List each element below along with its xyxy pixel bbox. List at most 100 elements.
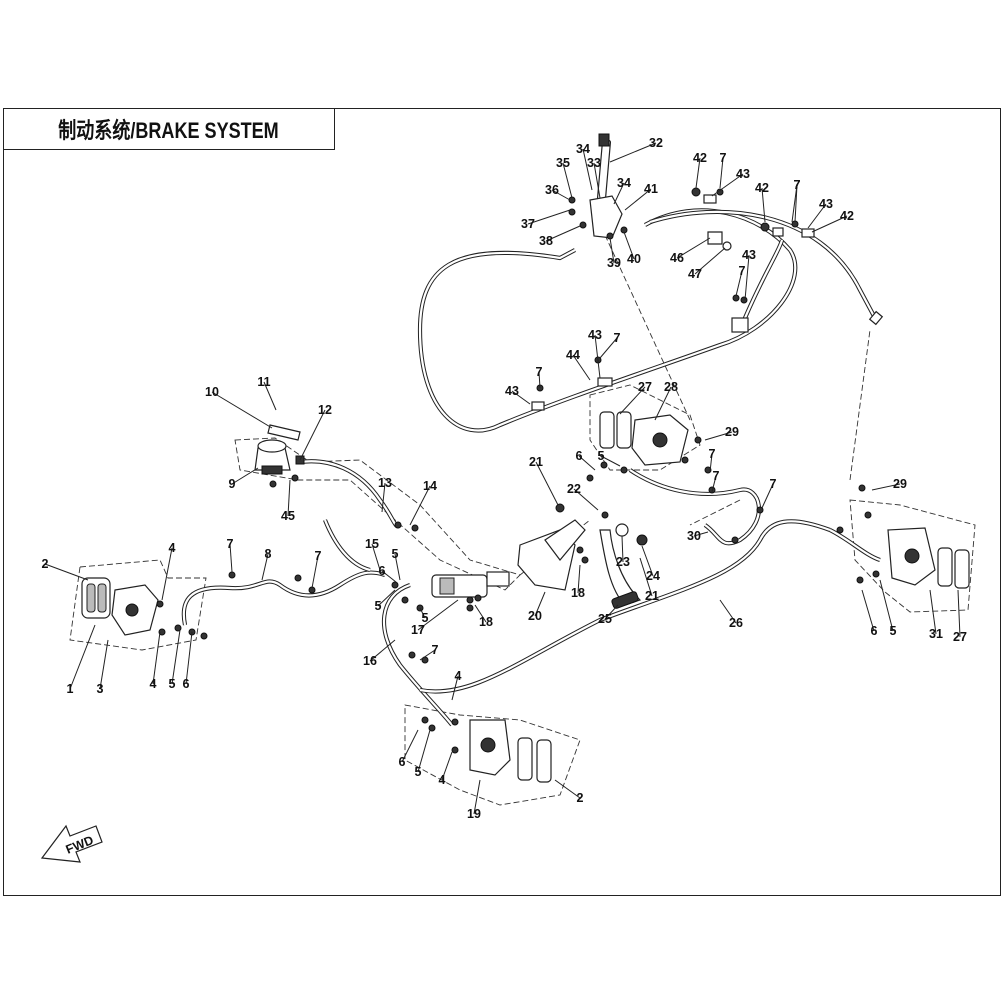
leader-line: [711, 475, 717, 493]
leader-line: [229, 543, 233, 573]
leader-line: [527, 209, 571, 225]
leader-line: [441, 751, 453, 781]
callout-8: 8: [265, 547, 272, 561]
assembly-outlines: [69, 234, 976, 806]
callout-47: 47: [688, 267, 702, 281]
leader-line: [211, 391, 273, 429]
callout-5: 5: [375, 599, 382, 613]
leader-line: [231, 467, 259, 485]
callout-42: 42: [755, 181, 769, 195]
leader-line: [624, 188, 652, 211]
callout-40: 40: [627, 252, 641, 266]
leader-line: [474, 604, 487, 623]
rear-caliper-19: [451, 718, 552, 783]
leader-line: [623, 231, 635, 260]
leader-line: [621, 535, 624, 563]
leader-line: [381, 570, 397, 583]
leader-line: [371, 543, 381, 571]
brake-reservoir: [254, 424, 305, 488]
callout-42: 42: [693, 151, 707, 165]
callout-4: 4: [150, 677, 157, 691]
leader-line: [704, 431, 733, 441]
callout-7: 7: [709, 447, 716, 461]
front-left-caliper: [81, 577, 166, 636]
leader-line: [572, 354, 591, 381]
diagram-frame: [3, 108, 1001, 896]
title-box: 制动系统/BRAKE SYSTEM: [3, 108, 335, 150]
callout-6: 6: [183, 677, 190, 691]
leader-line: [545, 225, 581, 242]
callout-27: 27: [953, 630, 967, 644]
master-cylinder: [431, 571, 510, 612]
callout-5: 5: [392, 547, 399, 561]
leader-line: [419, 649, 436, 661]
leader-line: [381, 482, 386, 513]
leader-line: [929, 589, 937, 635]
callout-4: 4: [169, 541, 176, 555]
callout-9: 9: [229, 477, 236, 491]
callout-21: 21: [529, 455, 543, 469]
callout-7: 7: [227, 537, 234, 551]
callout-5: 5: [598, 449, 605, 463]
leader-line: [807, 203, 827, 229]
leader-line: [573, 488, 599, 511]
callout-27: 27: [638, 380, 652, 394]
brake-lines: [181, 459, 881, 727]
callout-32: 32: [649, 136, 663, 150]
leader-line: [578, 455, 596, 471]
callout-7: 7: [739, 264, 746, 278]
leader-line: [609, 237, 615, 264]
fwd-arrow: FWD: [40, 824, 103, 863]
leader-line: [473, 779, 481, 815]
callout-34: 34: [576, 142, 590, 156]
leader-line: [604, 604, 619, 620]
callout-35: 35: [556, 156, 570, 170]
callout-43: 43: [742, 248, 756, 262]
leader-line: [719, 157, 724, 189]
leader-line: [287, 479, 291, 517]
callout-7: 7: [614, 331, 621, 345]
leader-line: [599, 337, 618, 359]
leader-line: [613, 182, 625, 205]
callout-19: 19: [467, 807, 481, 821]
callout-7: 7: [713, 469, 720, 483]
leader-line: [369, 639, 396, 662]
callout-31: 31: [929, 627, 943, 641]
leader-line: [69, 624, 96, 690]
leader-line: [744, 254, 750, 301]
leader-line: [417, 599, 459, 631]
leader-line: [451, 675, 459, 701]
callout-7: 7: [770, 477, 777, 491]
callout-5: 5: [890, 624, 897, 638]
handbrake-lever: [568, 133, 628, 240]
leader-line: [609, 142, 657, 163]
leader-line: [694, 247, 726, 275]
callout-43: 43: [588, 328, 602, 342]
callout-3: 3: [97, 682, 104, 696]
callout-28: 28: [664, 380, 678, 394]
callout-7: 7: [794, 178, 801, 192]
callout-23: 23: [616, 555, 630, 569]
rear-caliper-28: [586, 411, 702, 482]
leader-line: [600, 455, 621, 467]
callout-2: 2: [577, 791, 584, 805]
callout-6: 6: [576, 449, 583, 463]
leader-line: [394, 553, 401, 581]
callout-2: 2: [42, 557, 49, 571]
leader-line: [44, 563, 89, 581]
callout-14: 14: [423, 479, 437, 493]
callout-43: 43: [505, 384, 519, 398]
callout-10: 10: [205, 385, 219, 399]
leader-line: [735, 270, 743, 297]
leader-line: [719, 599, 737, 624]
callout-18: 18: [571, 586, 585, 600]
leader-line: [695, 157, 701, 189]
callout-6: 6: [399, 755, 406, 769]
callout-39: 39: [607, 256, 621, 270]
leader-line: [676, 237, 711, 259]
callout-34: 34: [617, 176, 631, 190]
leader-line: [879, 579, 894, 632]
leader-line: [871, 483, 901, 491]
leader-line: [619, 386, 646, 415]
